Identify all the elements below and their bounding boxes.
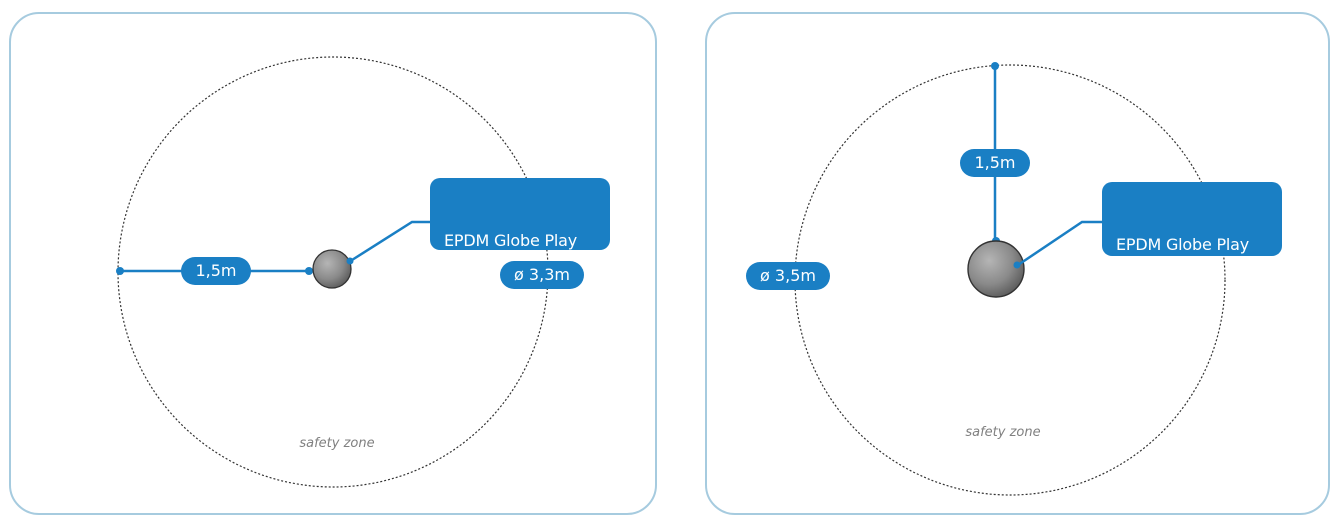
- left-product-name: EPDM Globe Play: [444, 231, 578, 250]
- left-callout-dot: [346, 257, 354, 265]
- right-product-callout: EPDM Globe Play dia. 500mm: [1102, 182, 1282, 320]
- left-diameter-label: ø 3,3m: [500, 261, 584, 289]
- left-globe-ball: [312, 249, 352, 289]
- left-safety-zone-label: safety zone: [299, 436, 375, 451]
- right-radius-label: 1,5m: [960, 149, 1030, 177]
- right-callout-dot: [1013, 261, 1021, 269]
- right-diameter-label: ø 3,5m: [746, 262, 830, 290]
- right-safety-zone-label: safety zone: [965, 425, 1041, 440]
- right-callout-leader: [1017, 220, 1104, 267]
- left-product-callout: EPDM Globe Play dia. 300mm: [430, 178, 610, 316]
- right-radius-end-dot: [991, 62, 999, 70]
- right-product-dia: dia. 500mm: [1116, 301, 1216, 320]
- right-safety-zone-circle: [794, 64, 1226, 496]
- right-product-name: EPDM Globe Play: [1116, 235, 1250, 254]
- left-radius-center-dot: [305, 267, 313, 275]
- left-radius-end-dot: [116, 267, 124, 275]
- left-product-dia: dia. 300mm: [444, 297, 539, 316]
- left-radius-label: 1,5m: [181, 257, 251, 285]
- right-globe-ball: [967, 240, 1025, 298]
- left-callout-leader: [351, 220, 432, 262]
